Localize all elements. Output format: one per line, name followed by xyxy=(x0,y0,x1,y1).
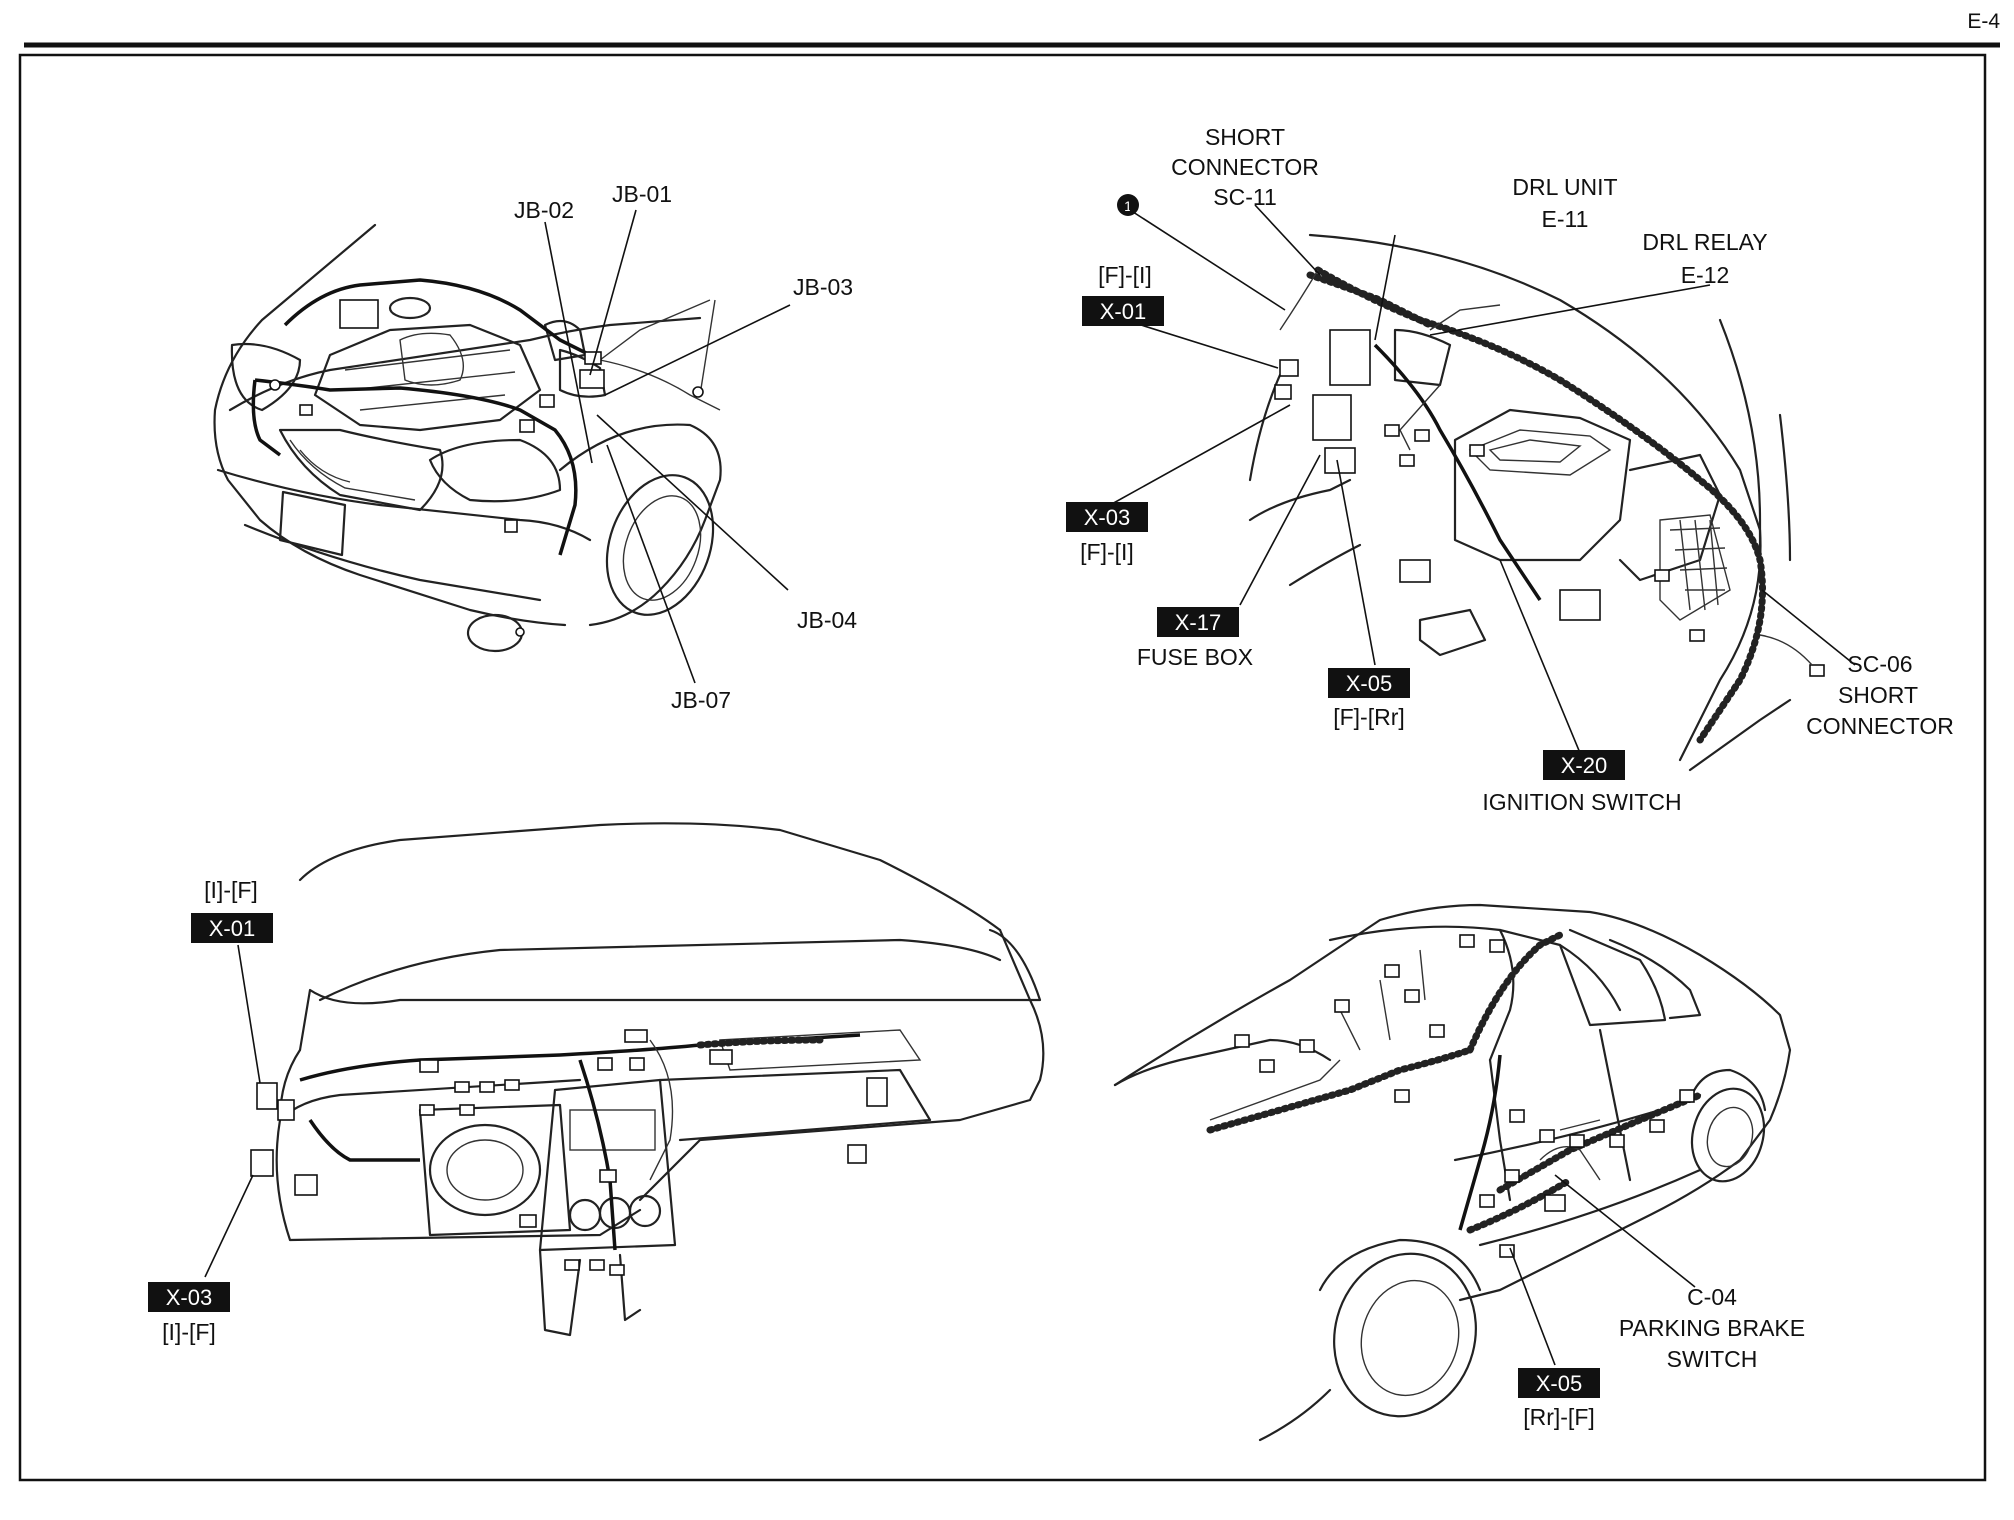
c04-label-line2: PARKING BRAKE xyxy=(1619,1315,1805,1341)
fuse-box-label: FUSE BOX xyxy=(1137,644,1253,670)
x20-tag xyxy=(1543,750,1625,780)
x05-top-code: X-05 xyxy=(1346,671,1392,696)
sc06-label-line1: SC-06 xyxy=(1847,651,1912,677)
engine-bay-illustration xyxy=(213,223,722,653)
c04-label-line1: C-04 xyxy=(1687,1284,1737,1310)
sc06-label-line2: SHORT xyxy=(1838,682,1918,708)
sc11-label-line2: CONNECTOR xyxy=(1171,154,1319,180)
dashboard-illustration xyxy=(250,822,1045,1337)
jb03-label: JB-03 xyxy=(793,274,853,300)
ignition-switch-label: IGNITION SWITCH xyxy=(1482,789,1681,815)
car-side-illustration xyxy=(1113,903,1792,1442)
x01-dash-side: [I]-[F] xyxy=(204,877,258,903)
x03-top-side: [F]-[I] xyxy=(1080,539,1134,565)
x03-top-code: X-03 xyxy=(1084,505,1130,530)
callout-marker xyxy=(1117,194,1139,216)
jb02-label: JB-02 xyxy=(514,197,574,223)
interior-leaders xyxy=(1109,204,1856,766)
jb04-label: JB-04 xyxy=(797,607,857,633)
drl-unit-label-line2: E-11 xyxy=(1542,206,1589,232)
drl-relay-label-line1: DRL RELAY xyxy=(1642,229,1767,255)
x03-dash-code: X-03 xyxy=(166,1285,212,1310)
drl-unit-label-line1: DRL UNIT xyxy=(1512,174,1617,200)
x17-tag xyxy=(1157,607,1239,637)
x03-dash-tag xyxy=(148,1282,230,1312)
x17-code: X-17 xyxy=(1175,610,1221,635)
x05-top-tag xyxy=(1328,668,1410,698)
x01-top-code: X-01 xyxy=(1100,299,1146,324)
x03-dash-side: [I]-[F] xyxy=(162,1319,216,1345)
interior-illustration xyxy=(1248,233,1825,772)
x05-top-side: [F]-[Rr] xyxy=(1333,704,1405,730)
jb07-label: JB-07 xyxy=(671,687,731,713)
x01-top-side: [F]-[I] xyxy=(1098,262,1152,288)
x20-code: X-20 xyxy=(1561,753,1607,778)
x01-top-tag xyxy=(1082,296,1164,326)
figure-border xyxy=(18,53,1987,1482)
x05-side-tag xyxy=(1518,1368,1600,1398)
x01-dash-code: X-01 xyxy=(209,916,255,941)
sc11-label-line3: SC-11 xyxy=(1213,184,1277,210)
x05-side-code: X-05 xyxy=(1536,1371,1582,1396)
dashboard-leaders xyxy=(204,944,261,1278)
sc06-label-line3: CONNECTOR xyxy=(1806,713,1954,739)
drl-relay-label-line2: E-12 xyxy=(1681,262,1730,288)
x05-side-side: [Rr]-[F] xyxy=(1523,1404,1595,1430)
engine-bay-leaders xyxy=(544,209,791,684)
car-side-leaders xyxy=(1509,1174,1696,1366)
x03-top-tag xyxy=(1066,502,1148,532)
callout-number: 1 xyxy=(1124,198,1132,214)
x01-dash-tag xyxy=(191,913,273,943)
jb01-label: JB-01 xyxy=(612,181,672,207)
sc11-label-line1: SHORT xyxy=(1205,124,1285,150)
c04-label-line3: SWITCH xyxy=(1667,1346,1758,1372)
page-number: E-4 xyxy=(1967,10,2000,33)
